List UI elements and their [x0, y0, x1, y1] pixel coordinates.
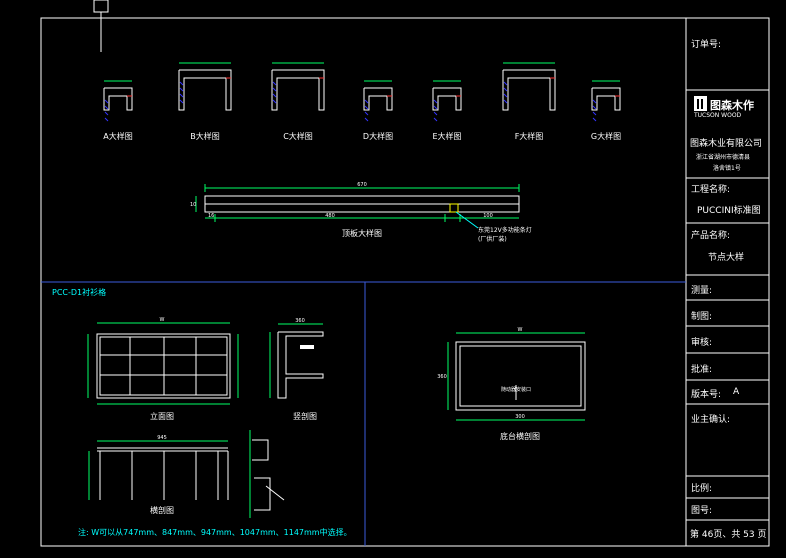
- drawing-no-label: 图号:: [691, 506, 713, 516]
- top-panel-center-dim: 480: [325, 213, 335, 219]
- vertical-section-label: 竖剖图: [293, 411, 317, 421]
- company-logo: [694, 96, 707, 111]
- approve-label: 批准:: [691, 365, 713, 375]
- company-address-line2: 洛舍镇1号: [713, 165, 741, 172]
- base-section-view: [447, 332, 586, 421]
- detail-d: D大样图: [363, 80, 393, 141]
- bottom-left-note: 注: W可以从747mm、847mm、947mm、1047mm、1147mm中选…: [78, 527, 352, 537]
- top-panel-left-dim: 16: [208, 213, 214, 219]
- scale-label: 比例:: [691, 484, 713, 494]
- company-name: 图森木业有限公司: [690, 139, 763, 149]
- elevation-view: [87, 322, 239, 405]
- led-note-line2: (厂供厂装): [478, 235, 507, 243]
- detail-label: G大样图: [591, 131, 621, 141]
- owner-confirm-label: 业主确认:: [691, 415, 731, 425]
- detail-label: B大样图: [190, 131, 220, 141]
- ucs-cursor-icon: [93, 0, 109, 52]
- top-panel-total-dim: 670: [357, 182, 367, 188]
- detail-drawings: A大样图 B大样图 C大样图 D大样图 E大样图 F大样图 G大样图: [103, 62, 621, 141]
- top-panel-label: 顶板大样图: [342, 228, 382, 238]
- top-panel-small-dim: 10: [190, 202, 196, 208]
- detail-e: E大样图: [432, 80, 462, 141]
- led-note-line1: 东莞12V多功能条灯: [478, 226, 532, 234]
- review-label: 审核:: [691, 338, 713, 348]
- detail-b: B大样图: [178, 62, 232, 141]
- section-total-dim: 945: [157, 435, 167, 441]
- horizontal-section-view: [88, 430, 285, 518]
- section-depth-dim: 360: [295, 318, 305, 324]
- page-count: 第 46页、共 53 页: [690, 530, 767, 540]
- detail-label: C大样图: [283, 131, 313, 141]
- version-label: 版本号:: [691, 390, 722, 400]
- base-height-dim: 360: [437, 374, 447, 380]
- drawing-by-label: 制图:: [691, 312, 713, 322]
- detail-label: D大样图: [363, 131, 393, 141]
- product-label: 产品名称:: [691, 231, 731, 241]
- base-section-label: 底台横剖图: [500, 431, 540, 441]
- detail-f: F大样图: [502, 62, 556, 141]
- detail-label: A大样图: [103, 131, 132, 141]
- survey-label: 测量:: [691, 286, 713, 296]
- detail-g: G大样图: [591, 80, 621, 141]
- order-no-label: 订单号:: [691, 40, 722, 50]
- detail-label: E大样图: [432, 131, 461, 141]
- base-center-dim: 300: [515, 414, 525, 420]
- logo-cn-text: 图森木作: [710, 99, 754, 112]
- logo-en-text: TUCSON WOOD: [694, 112, 742, 119]
- top-panel-detail: [195, 184, 520, 229]
- vertical-section-view: [269, 323, 324, 399]
- project-label: 工程名称:: [691, 185, 731, 195]
- version-value: A: [733, 387, 740, 397]
- title-block-grid: [686, 89, 769, 521]
- horizontal-section-label: 横剖图: [150, 505, 174, 515]
- elevation-label: 立面图: [150, 411, 174, 421]
- detail-c: C大样图: [271, 62, 325, 141]
- company-address-line1: 浙江省湖州市德清县: [696, 154, 751, 161]
- elevation-width-dim: W: [160, 317, 165, 323]
- detail-a: A大样图: [103, 80, 133, 141]
- top-panel-right-dim: 100: [483, 213, 493, 219]
- base-width-dim: W: [518, 327, 523, 333]
- project-value: PUCCINI标准图: [697, 206, 761, 216]
- bottom-left-title: PCC-D1衬衫格: [52, 287, 106, 297]
- detail-label: F大样图: [515, 131, 544, 141]
- base-leg-note: 随动器安装口: [501, 386, 531, 393]
- product-value: 节点大样: [708, 253, 745, 263]
